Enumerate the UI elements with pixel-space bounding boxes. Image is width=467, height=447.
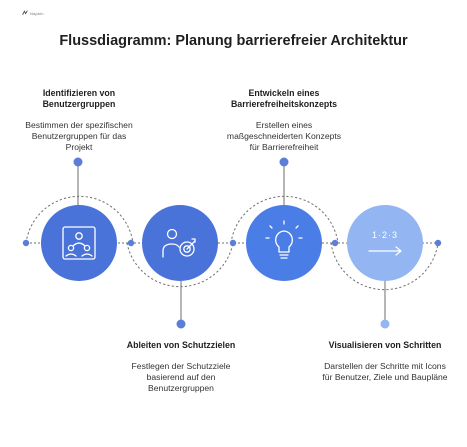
step-3-heading: Entwickeln eines Barrierefreiheitskonzep… (230, 88, 338, 109)
joint-dot-3 (331, 239, 339, 247)
person-target-icon (162, 228, 196, 258)
step-2-heading: Ableiten von Schutzzielen (126, 340, 236, 350)
arc-step-3 (230, 195, 339, 244)
arc-step-1 (25, 195, 134, 244)
logo-text: Napkin (30, 10, 44, 16)
joint-dot-1 (127, 239, 135, 247)
joint-dot-2 (229, 239, 237, 247)
step-3-circle (246, 205, 322, 281)
step-2-circle (142, 205, 218, 281)
steps-number-text: 1·2·3 (372, 230, 398, 240)
logo-mark-icon (22, 10, 28, 15)
step-4-label: Visualisieren von Schritten Darstellen d… (322, 340, 448, 383)
step-1-heading: Identifizieren von Benutzergruppen (42, 88, 116, 109)
step-3-description: Erstellen eines maßgeschneiderten Konzep… (226, 120, 342, 152)
step-1-label: Identifizieren von Benutzergruppen Besti… (18, 88, 140, 153)
brand-logo: Napkin (22, 10, 44, 16)
end-dot (434, 239, 442, 247)
step-3-label: Entwickeln eines Barrierefreiheitskonzep… (222, 88, 346, 153)
arc-step-2 (126, 242, 234, 288)
step-1-description: Bestimmen der spezifischen Benutzergrupp… (25, 120, 133, 152)
stem-dot-4 (380, 319, 390, 329)
user-group-board-icon (62, 226, 96, 260)
step-4-description: Darstellen der Schritte mit Icons für Be… (322, 361, 448, 382)
step-2-label: Ableiten von Schutzzielen Festlegen der … (120, 340, 242, 394)
arc-step-4 (330, 242, 439, 291)
step-2-description: Festlegen der Schutzziele basierend auf … (131, 361, 231, 393)
lightbulb-idea-icon (265, 220, 303, 259)
stem-dot-2 (176, 319, 186, 329)
start-dot (22, 239, 30, 247)
page-title: Flussdiagramm: Planung barrierefreier Ar… (59, 33, 408, 49)
numbered-steps-arrow-icon: 1·2·3 (368, 230, 402, 256)
stem-dot-3 (279, 157, 289, 167)
step-4-circle (347, 205, 423, 281)
step-4-heading: Visualisieren von Schritten (328, 340, 442, 350)
stem-dot-1 (73, 157, 83, 167)
